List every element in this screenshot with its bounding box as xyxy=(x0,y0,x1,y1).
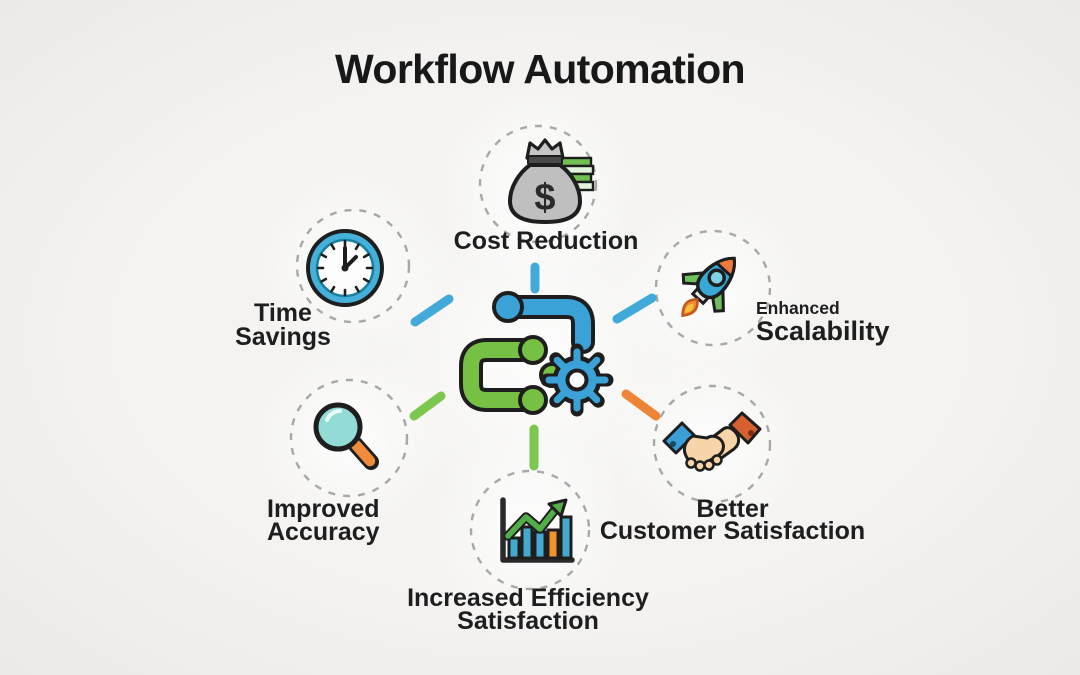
accuracy-label-line2: Accuracy xyxy=(267,517,380,546)
rocket-icon xyxy=(681,256,737,318)
connector-top-right xyxy=(612,293,657,324)
connector-bottom-right xyxy=(621,389,661,421)
dashed-circle-scalability xyxy=(654,229,772,347)
scalability-label-line1: Enhanced xyxy=(756,298,840,318)
gear-icon xyxy=(540,343,614,417)
efficiency-label: Increased Efficiency Satisfaction xyxy=(368,584,688,635)
dashed-circle-efficiency xyxy=(469,469,591,591)
dashed-circle-time-savings xyxy=(295,208,411,324)
customer-satisfaction-label-line1: Better xyxy=(696,495,769,523)
connector-bottom-left xyxy=(409,391,446,421)
clock-icon xyxy=(306,229,384,307)
blue-pipe xyxy=(492,291,595,354)
time-savings-label-line1: Time xyxy=(254,299,312,327)
workflow-process-icon xyxy=(459,291,614,417)
accuracy-label-line1: Improved xyxy=(267,495,380,523)
cost-reduction-label: Cost Reduction xyxy=(453,227,639,255)
dashed-circle-cost-reduction xyxy=(478,124,598,244)
customer-satisfaction-label-line2: Customer Satisfaction xyxy=(599,516,866,545)
magnifying-glass-icon xyxy=(313,402,379,470)
efficiency-label-line1: Increased Efficiency xyxy=(407,584,649,612)
dashed-circle-customer xyxy=(652,384,772,504)
time-savings-label-line2: Savings xyxy=(235,323,331,351)
page-title: Workflow Automation xyxy=(335,46,746,92)
dollar-sign: $ xyxy=(534,177,555,219)
time-savings-label: Time Savings xyxy=(193,299,373,351)
money-bag-icon: $ xyxy=(507,138,595,225)
accuracy-label: Improved Accuracy xyxy=(267,495,380,546)
green-pipe xyxy=(459,335,548,415)
scalability-label-line2: Scalability xyxy=(756,316,890,346)
scalability-label: Enhanced Scalability xyxy=(756,299,890,345)
growth-bar-chart-icon xyxy=(500,497,575,563)
customer-satisfaction-label: Better Customer Satisfaction xyxy=(590,495,875,545)
dashed-circle-accuracy xyxy=(289,378,409,498)
efficiency-label-line2: Satisfaction xyxy=(457,606,599,635)
handshake-icon xyxy=(662,411,762,472)
connector-top-left xyxy=(410,294,454,327)
